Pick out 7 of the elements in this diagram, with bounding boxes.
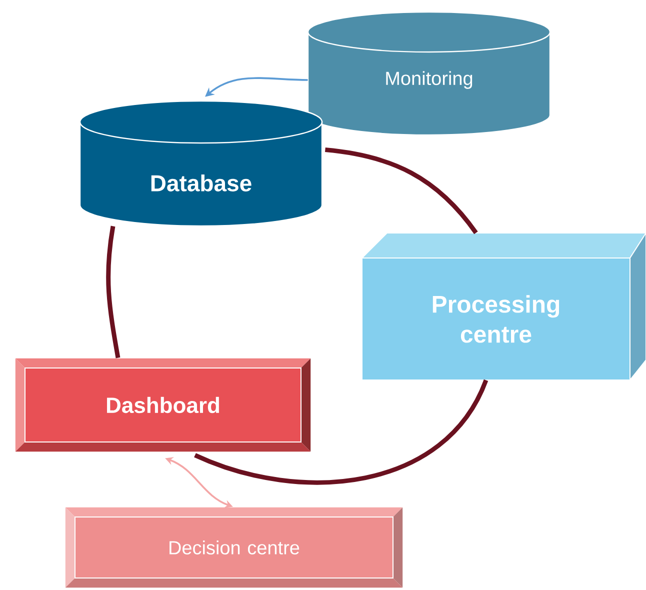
connector — [106, 226, 120, 358]
cylinder: Database — [79, 100, 323, 227]
connector — [324, 148, 478, 234]
connector — [194, 379, 488, 485]
bevel-box: Decision centre — [64, 506, 404, 588]
cylinder: Monitoring — [307, 11, 551, 136]
bevel-box: Dashboard — [14, 358, 312, 452]
